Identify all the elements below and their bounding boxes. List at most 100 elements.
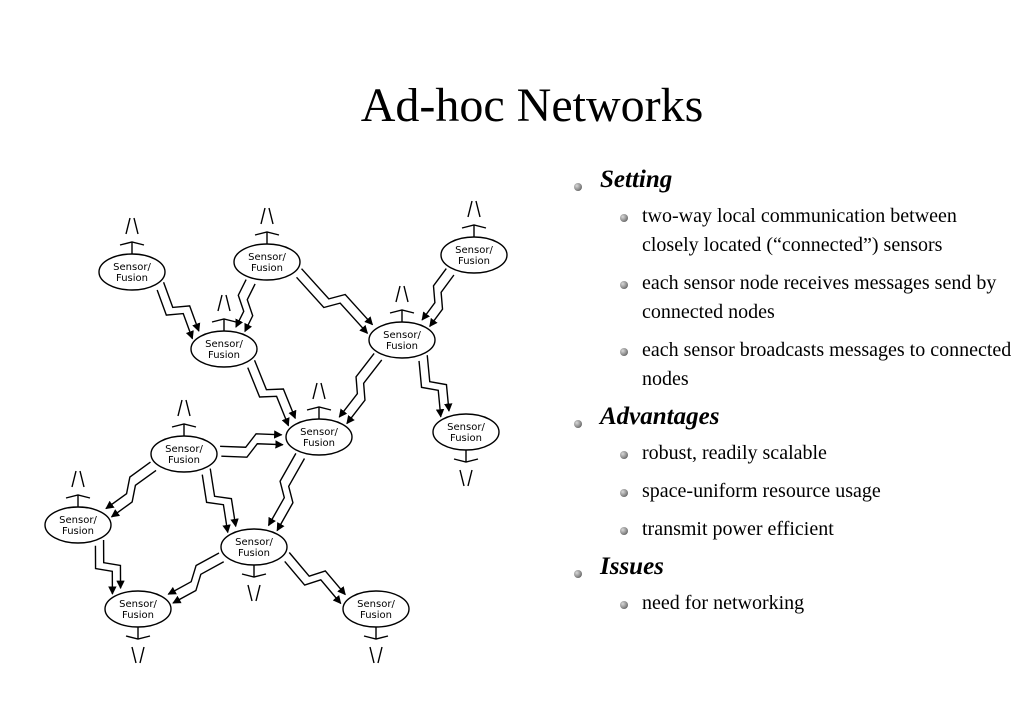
bullet-item: transmit power efficient [574, 515, 1014, 544]
link-arrow [220, 430, 283, 448]
node-ellipse [233, 243, 301, 281]
antenna-icon [211, 294, 237, 331]
node-label: Fusion [450, 433, 482, 444]
link-arrow [284, 560, 342, 605]
sensor-fusion-node: Sensor/Fusion [440, 200, 508, 274]
sensor-fusion-node: Sensor/Fusion [368, 285, 436, 359]
antenna-icon [389, 285, 415, 322]
link-arrow [167, 552, 220, 595]
link-arrow [247, 367, 290, 427]
link-arrow [162, 282, 201, 332]
node-label: Fusion [251, 263, 283, 274]
node-ellipse [150, 435, 218, 473]
node-label: Fusion [360, 610, 392, 621]
node-label: Sensor/ [383, 330, 421, 341]
node-label: Fusion [238, 548, 270, 559]
node-label: Fusion [208, 350, 240, 361]
node-label: Sensor/ [59, 515, 97, 526]
link-arrow [201, 474, 231, 534]
antenna-icon [453, 450, 479, 487]
node-ellipse [432, 413, 500, 451]
adhoc-network-diagram: Sensor/FusionSensor/FusionSensor/FusionS… [44, 200, 508, 664]
node-ellipse [190, 330, 258, 368]
node-ellipse [220, 528, 288, 566]
antenna-icon [461, 200, 487, 237]
antenna-icon [241, 565, 267, 602]
sensor-fusion-node: Sensor/Fusion [150, 399, 218, 473]
section-heading-issues: Issues [574, 553, 1014, 581]
node-ellipse [104, 590, 172, 628]
antenna-icon [306, 382, 332, 419]
node-label: Fusion [386, 341, 418, 352]
link-arrow [288, 552, 346, 596]
link-arrow [267, 453, 297, 527]
node-ellipse [98, 253, 166, 291]
link-arrow [110, 469, 157, 518]
sensor-fusion-node: Sensor/Fusion [104, 590, 172, 664]
link-arrow [235, 279, 247, 328]
link-arrow [102, 539, 125, 590]
sensor-fusion-node: Sensor/Fusion [190, 294, 258, 368]
node-label: Sensor/ [119, 599, 157, 610]
sensor-fusion-node: Sensor/Fusion [233, 207, 301, 281]
section-heading-advantages: Advantages [574, 403, 1014, 431]
link-arrow [105, 461, 151, 510]
node-label: Sensor/ [455, 245, 493, 256]
link-arrow [426, 355, 453, 412]
sensor-fusion-node: Sensor/Fusion [220, 528, 288, 602]
bullet-icon [620, 348, 628, 356]
antenna-icon [125, 627, 151, 664]
link-arrow [172, 561, 225, 604]
node-label: Sensor/ [165, 444, 203, 455]
node-label: Fusion [168, 455, 200, 466]
section-heading-setting: Setting [574, 166, 1014, 194]
node-label: Sensor/ [248, 252, 286, 263]
node-label: Fusion [62, 526, 94, 537]
bullet-icon [620, 451, 628, 459]
bullet-icon [574, 420, 582, 428]
node-label: Sensor/ [113, 262, 151, 273]
link-arrow [301, 268, 374, 326]
bullet-item: two-way local communication between clos… [574, 202, 1014, 260]
node-label: Sensor/ [447, 422, 485, 433]
link-arrow [156, 289, 194, 340]
bullet-icon [620, 601, 628, 609]
bullet-icon [620, 281, 628, 289]
bullet-item: each sensor broadcasts messages to conne… [574, 336, 1014, 394]
bullet-item: robust, readily scalable [574, 439, 1014, 468]
link-arrow [338, 353, 375, 418]
node-ellipse [440, 236, 508, 274]
bullet-item: each sensor node receives messages send … [574, 269, 1014, 327]
node-label: Sensor/ [357, 599, 395, 610]
link-arrow [94, 545, 117, 595]
link-arrow [209, 468, 239, 528]
link-arrow [429, 274, 455, 328]
antenna-icon [254, 207, 280, 244]
link-arrow [221, 440, 284, 458]
node-ellipse [285, 418, 353, 456]
link-arrow [418, 360, 445, 418]
node-ellipse [342, 590, 410, 628]
node-label: Fusion [116, 273, 148, 284]
link-arrow [244, 283, 256, 333]
sensor-fusion-node: Sensor/Fusion [98, 217, 166, 291]
bullet-item: space-uniform resource usage [574, 477, 1014, 506]
bullet-icon [620, 527, 628, 535]
node-label: Fusion [122, 610, 154, 621]
bullet-list: Setting two-way local communication betw… [574, 162, 1014, 627]
node-ellipse [368, 321, 436, 359]
link-arrow [276, 458, 306, 532]
sensor-fusion-node: Sensor/Fusion [432, 413, 500, 487]
bullet-icon [574, 183, 582, 191]
node-label: Fusion [458, 256, 490, 267]
antenna-icon [119, 217, 145, 254]
bullet-item: need for networking [574, 589, 1014, 618]
node-ellipse [44, 506, 112, 544]
link-arrow [346, 359, 383, 425]
link-arrow [253, 360, 297, 420]
bullet-icon [620, 214, 628, 222]
antenna-icon [171, 399, 197, 436]
node-label: Fusion [303, 438, 335, 449]
node-label: Sensor/ [300, 427, 338, 438]
bullet-icon [574, 570, 582, 578]
